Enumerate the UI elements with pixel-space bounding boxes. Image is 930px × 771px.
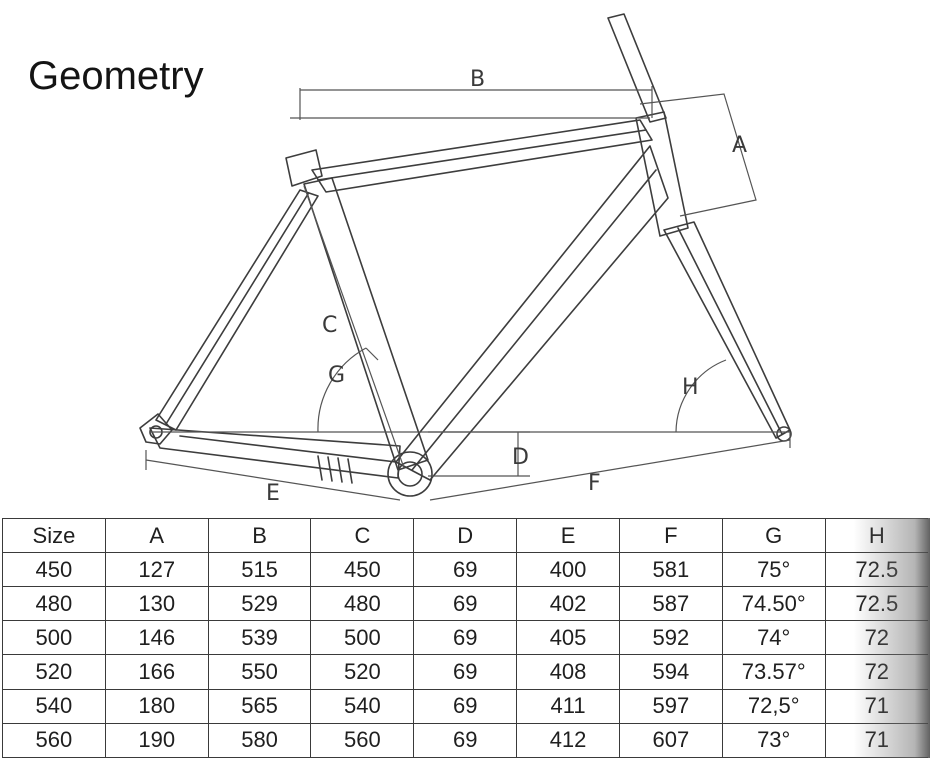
header-h: H xyxy=(824,518,928,553)
head-tube xyxy=(635,111,689,237)
dim-label-g: G xyxy=(328,363,345,388)
table-cell: 127 xyxy=(104,551,209,588)
table-cell: 540 xyxy=(2,688,106,724)
table-row: 450 127 515 450 69 400 581 75° 72.5 xyxy=(2,551,928,588)
bottom-bracket xyxy=(387,451,433,497)
table-cell: 402 xyxy=(516,586,620,622)
table-cell: 594 xyxy=(618,654,723,690)
table-cell: 71 xyxy=(824,722,928,759)
header-e: E xyxy=(516,518,620,553)
table-cell: 408 xyxy=(516,654,620,690)
table-row: 540 180 565 540 69 411 597 72,5° 71 xyxy=(2,688,928,724)
table-cell: 540 xyxy=(310,688,415,724)
table-cell: 146 xyxy=(104,620,209,656)
table-cell: 72,5° xyxy=(721,688,826,724)
seat-post xyxy=(285,149,323,187)
table-cell: 75° xyxy=(721,551,826,588)
table-cell: 560 xyxy=(2,722,106,759)
table-cell: 73.57° xyxy=(721,654,826,690)
table-cell: 539 xyxy=(207,620,312,656)
table-cell: 450 xyxy=(2,551,106,588)
header-c: C xyxy=(310,518,415,553)
table-row: 560 190 580 560 69 412 607 73° 71 xyxy=(2,722,928,759)
table-cell: 72.5 xyxy=(824,551,928,588)
table-cell: 560 xyxy=(310,722,415,759)
table-cell: 450 xyxy=(310,551,415,588)
geometry-table: Size A B C D E F G H 450 127 515 450 69 … xyxy=(2,518,928,759)
table-cell: 520 xyxy=(2,654,106,690)
table-cell: 529 xyxy=(207,586,312,622)
dim-arc-h xyxy=(675,359,727,433)
table-cell: 500 xyxy=(310,620,415,656)
dim-line-e xyxy=(145,450,401,501)
table-cell: 500 xyxy=(2,620,106,656)
dim-line-f xyxy=(429,432,791,501)
page-title: Geometry xyxy=(28,54,204,98)
table-cell: 72 xyxy=(824,620,928,656)
rear-dropout xyxy=(139,413,173,445)
header-d: D xyxy=(413,518,518,553)
table-cell: 69 xyxy=(413,620,518,656)
dim-label-a: A xyxy=(732,133,747,158)
dim-line-a xyxy=(639,93,757,217)
table-cell: 71 xyxy=(824,688,928,724)
table-cell: 480 xyxy=(2,586,106,622)
table-cell: 180 xyxy=(104,688,209,724)
table-cell: 74.50° xyxy=(721,586,826,622)
header-g: G xyxy=(721,518,826,553)
down-tube xyxy=(395,145,669,481)
table-cell: 69 xyxy=(413,654,518,690)
top-tube xyxy=(311,119,653,193)
table-cell: 597 xyxy=(618,688,723,724)
dim-label-e: E xyxy=(266,481,280,506)
dim-label-d: D xyxy=(512,445,529,470)
chain-stay xyxy=(149,427,401,479)
header-f: F xyxy=(618,518,723,553)
table-row: 480 130 529 480 69 402 587 74.50° 72.5 xyxy=(2,586,928,622)
fork xyxy=(663,221,791,439)
table-row: 520 166 550 520 69 408 594 73.57° 72 xyxy=(2,654,928,690)
table-cell: 72 xyxy=(824,654,928,690)
table-cell: 72.5 xyxy=(824,586,928,622)
table-cell: 130 xyxy=(104,586,209,622)
dim-arc-g xyxy=(317,347,367,433)
table-cell: 411 xyxy=(516,688,620,724)
table-row: 500 146 539 500 69 405 592 74° 72 xyxy=(2,620,928,656)
table-cell: 412 xyxy=(516,722,620,759)
table-cell: 166 xyxy=(104,654,209,690)
table-cell: 520 xyxy=(310,654,415,690)
table-cell: 480 xyxy=(310,586,415,622)
table-cell: 400 xyxy=(516,551,620,588)
table-cell: 587 xyxy=(618,586,723,622)
table-cell: 190 xyxy=(104,722,209,759)
steerer-tube xyxy=(607,13,667,123)
dim-label-b: B xyxy=(470,67,485,92)
dim-line-d xyxy=(428,431,530,477)
header-a: A xyxy=(104,518,209,553)
table-cell: 405 xyxy=(516,620,620,656)
table-cell: 580 xyxy=(207,722,312,759)
dim-label-f: F xyxy=(588,471,601,496)
table-cell: 73° xyxy=(721,722,826,759)
header-size: Size xyxy=(2,518,106,553)
table-cell: 515 xyxy=(207,551,312,588)
table-cell: 565 xyxy=(207,688,312,724)
table-cell: 69 xyxy=(413,551,518,588)
table-cell: 69 xyxy=(413,688,518,724)
seat-tube xyxy=(303,177,429,471)
table-cell: 581 xyxy=(618,551,723,588)
dim-label-h: H xyxy=(682,375,699,400)
dim-label-c: C xyxy=(322,313,337,338)
table-cell: 592 xyxy=(618,620,723,656)
table-cell: 607 xyxy=(618,722,723,759)
table-header-row: Size A B C D E F G H xyxy=(2,518,928,553)
bike-frame-diagram: B A C G H D E F xyxy=(139,13,792,506)
header-b: B xyxy=(207,518,312,553)
table-cell: 550 xyxy=(207,654,312,690)
dim-line-c xyxy=(303,185,405,469)
table-cell: 69 xyxy=(413,722,518,759)
table-cell: 74° xyxy=(721,620,826,656)
table-cell: 69 xyxy=(413,586,518,622)
